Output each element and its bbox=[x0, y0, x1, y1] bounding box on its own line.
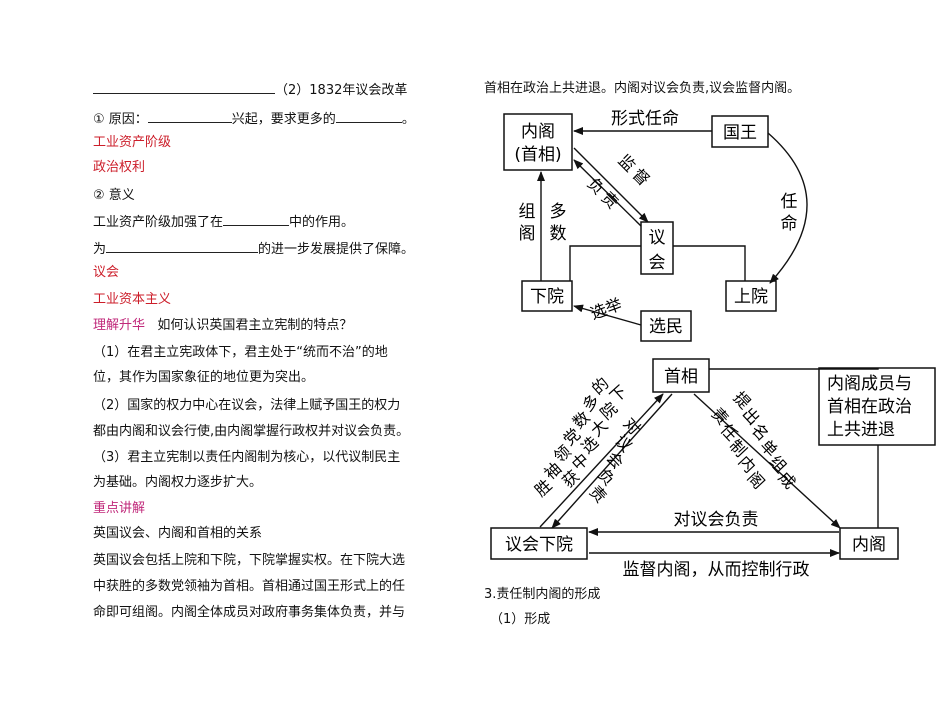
right-top-text: 首相在政治上共进退。内阁对议会负责,议会监督内阁。 bbox=[484, 81, 801, 96]
upper-house-box bbox=[725, 280, 777, 312]
point-3-line-1: （3）君主立宪制以责任内阁制为核心，以代议制民主 bbox=[93, 450, 401, 465]
appoint-label-2: 命 bbox=[781, 214, 798, 234]
point-2-line-1: （2）国家的权力中心在议会，法律上赋予国王的权力 bbox=[93, 398, 401, 413]
understanding-question: 理解升华 如何认识英国君主立宪制的特点？ bbox=[93, 318, 353, 333]
answer-1: 工业资产阶级 bbox=[93, 135, 172, 150]
fill-blank[interactable] bbox=[106, 238, 259, 253]
note-box bbox=[818, 367, 936, 446]
cabinet-label-2: (首相) bbox=[514, 145, 561, 165]
majority-1: 多 bbox=[550, 202, 567, 222]
point-2-line-2: 都由内阁和议会行使,由内阁掌握行政权并对议会负责。 bbox=[93, 424, 410, 439]
cabinet2-label: 内阁 bbox=[852, 535, 886, 555]
fill-blank[interactable] bbox=[335, 108, 402, 123]
lower-parliament-label: 议会下院 bbox=[505, 535, 573, 555]
cabinet-box bbox=[503, 113, 573, 171]
formal-appoint-label: 形式任命 bbox=[611, 109, 679, 129]
form-cabinet-2: 阁 bbox=[519, 224, 536, 244]
point-3-line-2: 为基础。内阁权力逐步扩大。 bbox=[93, 475, 263, 490]
answer-3: 议会 bbox=[93, 265, 120, 280]
relation-subtitle: 英国议会、内阁和首相的关系 bbox=[93, 526, 263, 541]
section-3-sub: （1）形成 bbox=[490, 612, 551, 627]
understanding-tag: 理解升华 bbox=[93, 318, 146, 333]
point-1-line-2: 位，其作为国家象征的地位更为突出。 bbox=[93, 370, 315, 385]
reason-line: ① 原因：兴起，要求更多的。 bbox=[93, 108, 415, 130]
body-line-1: 英国议会包括上院和下院，下院掌握实权。在下院大选 bbox=[93, 553, 406, 568]
fill-blank[interactable] bbox=[223, 211, 290, 226]
answer-2: 政治权利 bbox=[93, 160, 146, 175]
voters-box bbox=[640, 310, 692, 342]
parliament-label-2: 会 bbox=[649, 253, 666, 273]
cabinet2-box bbox=[839, 527, 899, 560]
upper-house-label: 上院 bbox=[734, 287, 768, 307]
pm-label: 首相 bbox=[664, 367, 698, 387]
significance-line-1: 工业资产阶级加强了在中的作用。 bbox=[93, 211, 354, 233]
parliament-box bbox=[640, 221, 674, 275]
responsible-to-parliament: 对议会负责 bbox=[674, 510, 759, 530]
heading-1832-reform: （2）1832年议会改革 bbox=[93, 79, 407, 101]
appoint-label-1: 任 bbox=[781, 192, 798, 212]
lower-parliament-box bbox=[490, 527, 588, 560]
point-1-line-1: （1）在君主立宪政体下，君主处于“统而不治”的地 bbox=[93, 345, 388, 360]
body-line-2: 中获胜的多数党领袖为首相。首相通过国王形式上的任 bbox=[93, 579, 406, 594]
fill-blank[interactable] bbox=[147, 108, 232, 123]
pm-box bbox=[652, 358, 710, 393]
fill-blank[interactable] bbox=[93, 79, 275, 94]
cabinet-label-1: 内阁 bbox=[521, 122, 555, 142]
parliament-label-1: 议 bbox=[649, 228, 666, 248]
section-3-title: 3.责任制内阁的形成 bbox=[484, 587, 601, 602]
note-line-2: 首相在政治 bbox=[827, 397, 912, 417]
answer-4: 工业资本主义 bbox=[93, 292, 172, 307]
lower-house-label: 下院 bbox=[530, 287, 564, 307]
focus-tag: 重点讲解 bbox=[93, 501, 146, 516]
supervise-cabinet: 监督内阁，从而控制行政 bbox=[623, 560, 810, 580]
form-cabinet-1: 组 bbox=[519, 202, 536, 222]
lower-house-box bbox=[521, 280, 573, 312]
significance-label: ② 意义 bbox=[93, 188, 135, 203]
majority-2: 数 bbox=[550, 224, 567, 244]
note-line-3: 上共进退 bbox=[827, 420, 895, 440]
note-line-1: 内阁成员与 bbox=[827, 374, 912, 394]
voters-label: 选民 bbox=[649, 317, 683, 337]
body-line-3: 命即可组阁。内阁全体成员对政府事务集体负责，并与 bbox=[93, 605, 406, 620]
king-label: 国王 bbox=[723, 123, 757, 143]
significance-line-2: 为的进一步发展提供了保障。 bbox=[93, 238, 414, 260]
